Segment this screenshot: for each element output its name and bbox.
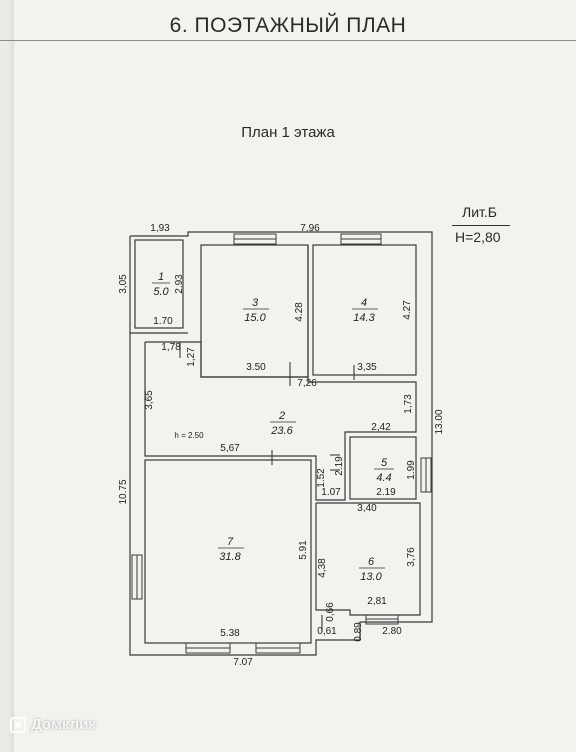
- dim-r5-bottom: 2.19: [376, 487, 396, 498]
- dim-r6-left: 4,38: [317, 558, 328, 578]
- domclick-watermark: Домклик: [10, 716, 96, 733]
- room-2-number: 2: [278, 410, 285, 422]
- dim-overall-left: 10.75: [118, 479, 129, 504]
- room-1-area: 5.0: [153, 286, 169, 298]
- room-6-outline: [315, 502, 421, 616]
- building-divider: [452, 225, 510, 226]
- room-1-number: 1: [158, 271, 164, 283]
- plan-walls: [129, 231, 433, 656]
- dim-step-d: 0.89: [353, 622, 364, 642]
- watermark-text: Домклик: [31, 716, 96, 733]
- dim-r3-bottom: 3.50: [246, 362, 266, 373]
- building-letter: Лит.Б: [462, 204, 497, 220]
- dim-corr-w: 1.07: [321, 487, 341, 498]
- room-3-outline: [200, 244, 309, 378]
- dim-r2-small-w: 1,78: [161, 342, 181, 353]
- dim-r6-bottom: 2,81: [367, 596, 387, 607]
- plan-doors: [179, 342, 355, 632]
- domclick-logo-icon: [10, 716, 26, 733]
- room-2-outline: [144, 341, 417, 501]
- dim-r7-top: 5,67: [220, 443, 240, 454]
- dim-r2-small-h: 1,27: [186, 347, 197, 367]
- room-labels: 1 5.0 2 23.6 3 15.0 4 14.3 5 4.4 6 13.0 …: [152, 271, 394, 583]
- room-2-area: 23.6: [270, 425, 293, 437]
- dim-r1-left: 3,05: [118, 274, 129, 294]
- dim-r7-bottom: 5.38: [220, 628, 240, 639]
- dim-r1-right: 2.93: [174, 274, 185, 294]
- plan-windows: [131, 233, 432, 654]
- room-5-outline: [349, 436, 417, 500]
- room-6-area: 13.0: [360, 571, 382, 583]
- room-6-number: 6: [368, 556, 375, 568]
- dim-r6-right: 3,76: [406, 547, 417, 567]
- room-5-area: 4.4: [376, 472, 391, 484]
- building-height: H=2,80: [455, 229, 501, 245]
- dim-step-h: 0,66: [325, 602, 336, 622]
- dim-top-left: 1,93: [150, 223, 170, 234]
- dim-r2-low: 2,42: [371, 422, 391, 433]
- dim-r1-bottom: 1.70: [153, 316, 173, 327]
- room-4-area: 14.3: [353, 312, 375, 324]
- room-3-area: 15.0: [244, 312, 266, 324]
- dim-corr-h: 1.52: [316, 468, 327, 488]
- dim-bottom-right: 2.80: [382, 626, 402, 637]
- dim-overall-right: 13.00: [434, 409, 445, 434]
- page-title: 6. ПОЭТАЖНЫЙ ПЛАН: [169, 14, 407, 37]
- dim-r5-right: 1.99: [406, 460, 417, 480]
- ceiling-height: h = 2.50: [174, 431, 204, 440]
- dim-top-main: 7.96: [300, 223, 320, 234]
- dim-r7-right: 5.91: [298, 540, 309, 560]
- dim-r6-top: 3,40: [357, 503, 377, 514]
- room-4-number: 4: [361, 297, 367, 309]
- room-3-number: 3: [252, 297, 259, 309]
- dim-r4-right: 4.27: [402, 300, 413, 320]
- room-1-outline: [134, 239, 184, 329]
- dim-bottom-total: 7.07: [233, 657, 253, 668]
- dim-r4-bottom: 3,35: [357, 362, 377, 373]
- dim-r5-left: 2.19: [334, 456, 345, 476]
- dim-step-w: 0,61: [317, 626, 337, 637]
- title-underline: [0, 40, 576, 41]
- dim-r2-left: 3,65: [144, 390, 155, 410]
- room-5-number: 5: [381, 457, 388, 469]
- dim-r2-right: 1,73: [403, 394, 414, 414]
- room-4-outline: [312, 244, 417, 376]
- dim-r2-mid: 7,26: [297, 378, 317, 389]
- plan-subtitle: План 1 этажа: [241, 124, 335, 141]
- document-sheet: [14, 0, 576, 752]
- room-7-number: 7: [227, 536, 234, 548]
- room-7-area: 31.8: [219, 551, 241, 563]
- plan-dimensions: 1,93 7.96 3,05 2.93 1.70 4.28 4.27 3.50 …: [118, 223, 445, 668]
- dim-r3-right: 4.28: [294, 302, 305, 322]
